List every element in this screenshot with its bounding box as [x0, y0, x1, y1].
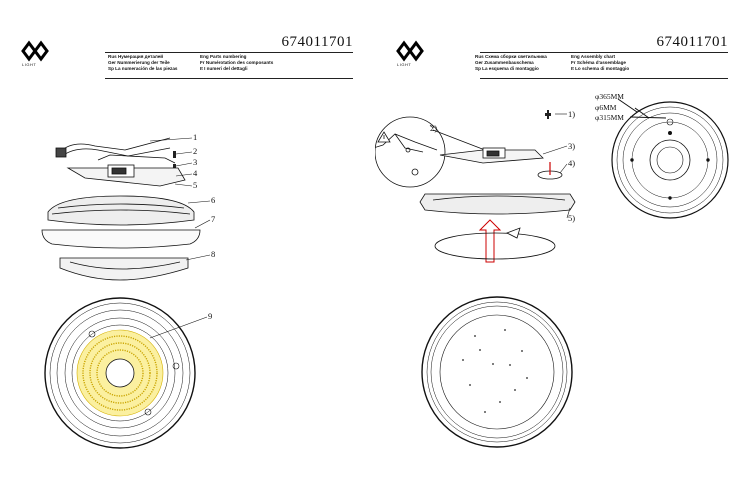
assembly-drawing [375, 98, 729, 448]
wiring-detail-drawing [375, 116, 486, 188]
header-text: Eng Parts numbering [200, 54, 247, 59]
brand-logo-icon [21, 40, 49, 62]
logo-text: LIGHT [22, 62, 37, 67]
header-text: Fr Numérotation des composants [200, 60, 274, 66]
header-text: Sp La esquema di montaggio [475, 66, 539, 72]
callout-label: 1) [568, 109, 576, 119]
callout-label: 2 [193, 146, 198, 156]
callout-label: 8 [211, 249, 216, 259]
callout-leader-lines [429, 113, 571, 219]
product-code: 674011701 [281, 34, 353, 50]
header-text: Ger Nummerierung der Teile [108, 60, 170, 66]
lamp-housing-drawing [419, 193, 576, 215]
callout-label: 4 [193, 168, 198, 178]
header-languages-col2: Eng Assembly chart Fr Schéma d'assemblag… [571, 54, 629, 73]
header-text: Fr Schéma d'assemblage [571, 60, 626, 66]
diffuser-drawing [41, 229, 201, 249]
header-languages-col2: Eng Parts numbering Fr Numérotation des … [200, 54, 273, 73]
driver-plate-drawing [66, 164, 186, 187]
brand-logo-icon [396, 40, 424, 62]
callout-label: 4) [568, 158, 576, 168]
callout-label: 3) [568, 141, 576, 151]
callout-label: 6 [211, 195, 216, 205]
header-text: Rus Схема сборки светильника [475, 54, 547, 59]
header-rule [105, 78, 353, 79]
dimension-label: φ365MM [595, 92, 624, 101]
callout-label: 2) [430, 123, 438, 133]
ceiling-mount-top-view [611, 98, 729, 219]
finished-lamp-bottom-view [421, 296, 573, 448]
header-text: Ger Zusammenbauschema [475, 60, 534, 66]
logo-text: LIGHT [397, 62, 412, 67]
mount-pin-drawing [537, 162, 563, 180]
dimension-label: φ6MM [595, 103, 617, 112]
screw-drawing [545, 110, 551, 119]
exploded-parts-drawing [41, 137, 211, 449]
led-board-top-view [44, 297, 196, 449]
assembly-arrows [478, 219, 502, 263]
callout-label: 3 [193, 157, 198, 167]
rotation-ellipse-drawing [434, 227, 556, 260]
header-text: Eng Assembly chart [571, 54, 615, 59]
callout-label: 9 [208, 311, 213, 321]
header-rule [105, 52, 353, 53]
header-text: Rus Нумерация деталей [108, 54, 164, 59]
driver-drawing [439, 147, 544, 164]
base-ring-drawing [47, 195, 195, 226]
header-languages-col1: Rus Нумерация деталей Ger Nummerierung d… [108, 54, 177, 73]
callout-label: 1 [193, 132, 198, 142]
header-rule [480, 78, 728, 79]
assembly-chart-page: LIGHT 674011701 Rus Схема сборки светиль… [375, 0, 750, 491]
callout-leader-lines [149, 137, 211, 339]
header-rule [480, 52, 728, 53]
callout-label: 7 [211, 214, 216, 224]
dimension-label: φ315MM [595, 113, 624, 122]
cover-drawing [59, 257, 189, 281]
wire-connector-drawing [55, 137, 176, 164]
header-text: It I numeri del dettagli [200, 66, 248, 72]
header-text: Sp La numeración de las piezas [108, 66, 178, 72]
header-text: It Lo schema di montaggio [571, 66, 630, 72]
product-code: 674011701 [656, 34, 728, 50]
header-languages-col1: Rus Схема сборки светильника Ger Zusamme… [475, 54, 547, 73]
parts-numbering-page: LIGHT 674011701 Rus Нумерация деталей Ge… [21, 34, 353, 449]
callout-label: 5 [193, 180, 198, 190]
callout-label: 5) [568, 213, 576, 223]
